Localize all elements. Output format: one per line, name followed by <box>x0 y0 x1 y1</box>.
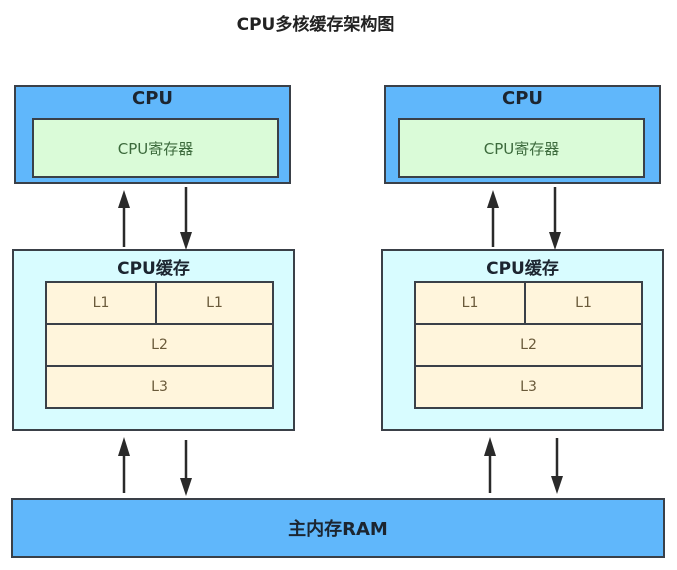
cpu-register-box: CPU寄存器 <box>398 118 645 178</box>
cpu-box-core-2: CPU CPU寄存器 <box>384 85 661 184</box>
arrow-down-cpu-to-cache-core-2 <box>549 187 561 250</box>
l2-cache: L2 <box>414 323 643 367</box>
arrow-up-ram-to-cache-core-2 <box>484 437 496 493</box>
arrow-up-ram-to-cache-core-1 <box>118 437 130 493</box>
cpu-box-core-1: CPU CPU寄存器 <box>14 85 291 184</box>
cpu-cache-box-core-1: CPU缓存 L1 L1 L2 L3 <box>12 249 295 431</box>
arrow-down-cpu-to-cache-core-1 <box>180 187 192 250</box>
cpu-label: CPU <box>501 88 544 109</box>
arrow-down-cache-to-ram-core-1 <box>180 440 192 496</box>
cpu-cache-box-core-2: CPU缓存 L1 L1 L2 L3 <box>381 249 664 431</box>
arrow-up-cache-to-cpu-core-2 <box>487 190 499 247</box>
diagram-title: CPU多核缓存架构图 <box>236 15 395 35</box>
cpu-cache-label: CPU缓存 <box>117 259 190 279</box>
arrow-down-cache-to-ram-core-2 <box>551 438 563 494</box>
main-memory-ram: 主内存RAM <box>11 498 665 558</box>
cpu-label: CPU <box>131 88 174 109</box>
l1-cache-right: L1 <box>524 281 643 325</box>
cpu-cache-label: CPU缓存 <box>486 259 559 279</box>
arrow-up-cache-to-cpu-core-1 <box>118 190 130 247</box>
l3-cache: L3 <box>45 365 274 409</box>
l3-cache: L3 <box>414 365 643 409</box>
cpu-register-box: CPU寄存器 <box>32 118 279 178</box>
